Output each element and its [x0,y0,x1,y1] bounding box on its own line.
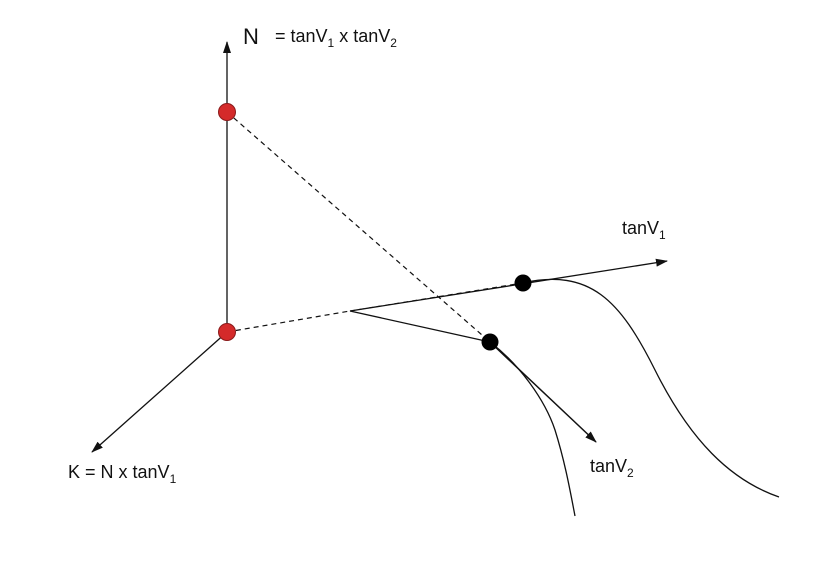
curve-v2 [489,341,576,517]
k-axis-label: K = N x tanV1 [68,462,177,486]
black-point-v2 [481,333,499,351]
dashed-line-tangent-overlay [349,282,523,312]
n-axis-label: N [243,24,259,49]
dashed-line-n-to-v2 [226,111,491,343]
red-point-n [218,103,236,121]
tan-v2-arrow [489,341,597,443]
red-point-origin [218,323,236,341]
tan-v2-label: tanV2 [590,456,634,480]
curve-v1 [521,278,780,498]
n-axis-definition: = tanV1 x tanV2 [275,26,397,50]
dashed-line-origin-to-tangent [226,310,351,333]
k-axis-arrow [91,331,228,453]
tan-v1-arrow [349,258,668,312]
tan-v1-label: tanV1 [622,218,666,242]
projection-line-to-v2 [349,310,491,343]
black-point-v1 [514,274,532,292]
